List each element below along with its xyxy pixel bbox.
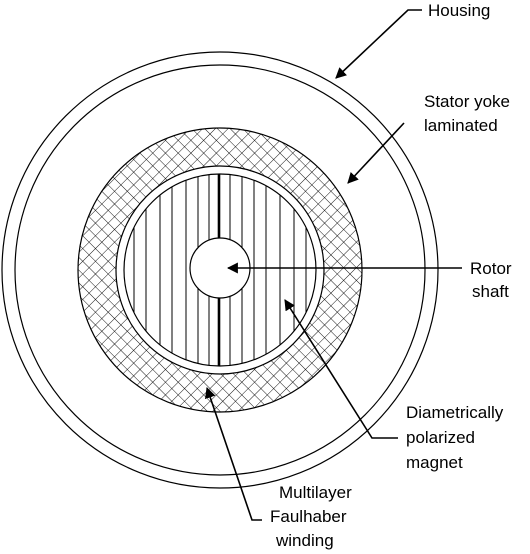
magnet-label-line1: Diametrically: [406, 403, 504, 422]
rotor-shaft-label-line2: shaft: [472, 282, 509, 301]
winding-inner-edge: [115, 165, 325, 375]
winding-label-line2: Faulhaber: [270, 507, 347, 526]
winding-label-line3: winding: [275, 531, 334, 550]
magnet-leader-arrow: [284, 299, 398, 439]
stator-leader-arrow: [347, 122, 405, 184]
winding-label-line1: Multilayer: [279, 483, 352, 502]
housing-outer-ring: [1, 51, 439, 489]
magnet-label-line2: polarized: [406, 428, 475, 447]
housing-leader-arrow: [335, 9, 422, 79]
winding-outer-edge: [77, 127, 363, 413]
magnet-label-line3: magnet: [406, 453, 463, 472]
stator-yoke-label-line1: Stator yoke: [424, 92, 510, 111]
rotor-shaft-label-line1: Rotor: [470, 259, 512, 278]
stator-yoke-label-line2: laminated: [424, 116, 498, 135]
winding-leader-arrow: [204, 386, 262, 521]
housing-label: Housing: [428, 1, 490, 20]
housing-inner-ring: [14, 64, 426, 476]
